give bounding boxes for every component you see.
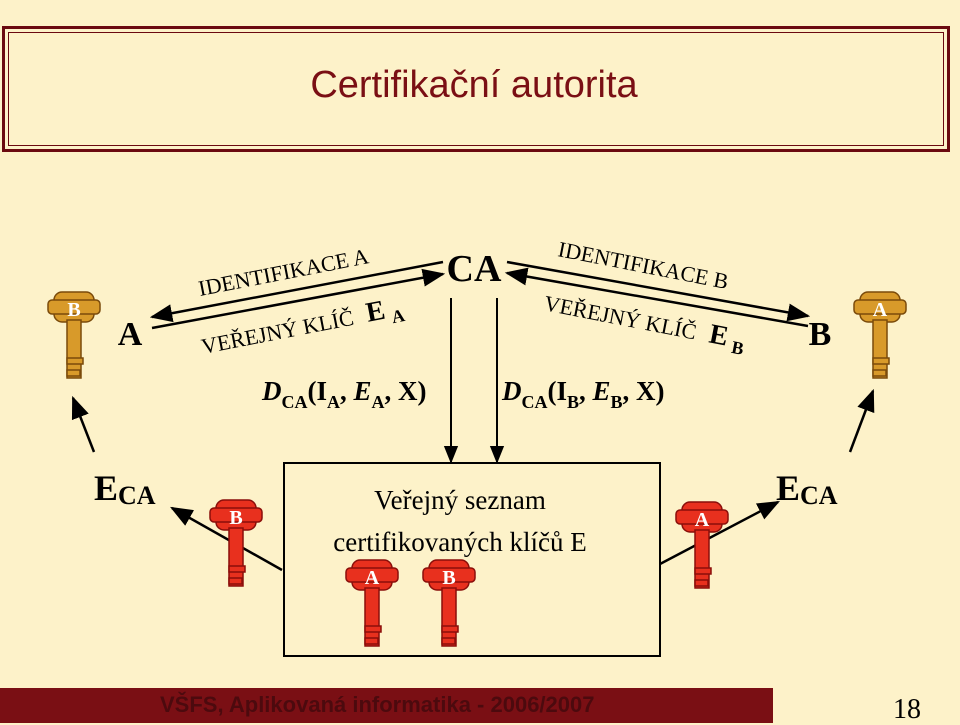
arrow-registry-to-right-eca [659,500,780,566]
svg-text:A: A [365,567,380,589]
eca-left: ECA [94,468,156,510]
arrow-a-to-ca-key [151,268,446,330]
gold-key-left-icon: B [47,291,101,379]
arrow-ca-to-a-ident [149,260,444,323]
page-number: 18 [893,694,921,725]
arrow-eca-to-left-key [71,395,96,453]
svg-text:A: A [695,509,710,531]
arrow-eca-to-right-key [848,388,875,453]
arrow-ca-to-b-ident [506,260,811,322]
red-key-left-icon: B [209,499,263,587]
arrow-b-to-ca-key [504,267,809,328]
svg-text:B: B [229,507,242,529]
node-ca: CA [447,248,502,290]
footer-bar [0,688,773,723]
certificate-b: DCA(IB, EB, X) [501,376,665,412]
registry-line-2: certifikovaných klíčů E [333,527,586,557]
node-b: B [809,316,832,353]
title-frame [2,26,950,152]
red-key-right-icon: A [675,501,729,589]
svg-text:B: B [442,567,455,589]
registry-key-a-icon: A [345,559,399,647]
svg-text:B: B [67,299,80,321]
gold-key-right-icon: A [853,291,907,379]
svg-text:A: A [873,299,888,321]
eca-right: ECA [776,468,838,510]
footer-text: VŠFS, Aplikovaná informatika - 2006/2007 [160,692,595,717]
arrow-registry-to-left-eca [170,506,283,572]
registry-key-b-icon: B [422,559,476,647]
slide-title: Certifikační autorita [310,64,638,106]
registry-box [283,462,661,657]
node-a: A [118,316,143,353]
registry-line-1: Veřejný seznam [374,485,546,515]
certificate-a: DCA(IA, EA, X) [261,376,427,412]
